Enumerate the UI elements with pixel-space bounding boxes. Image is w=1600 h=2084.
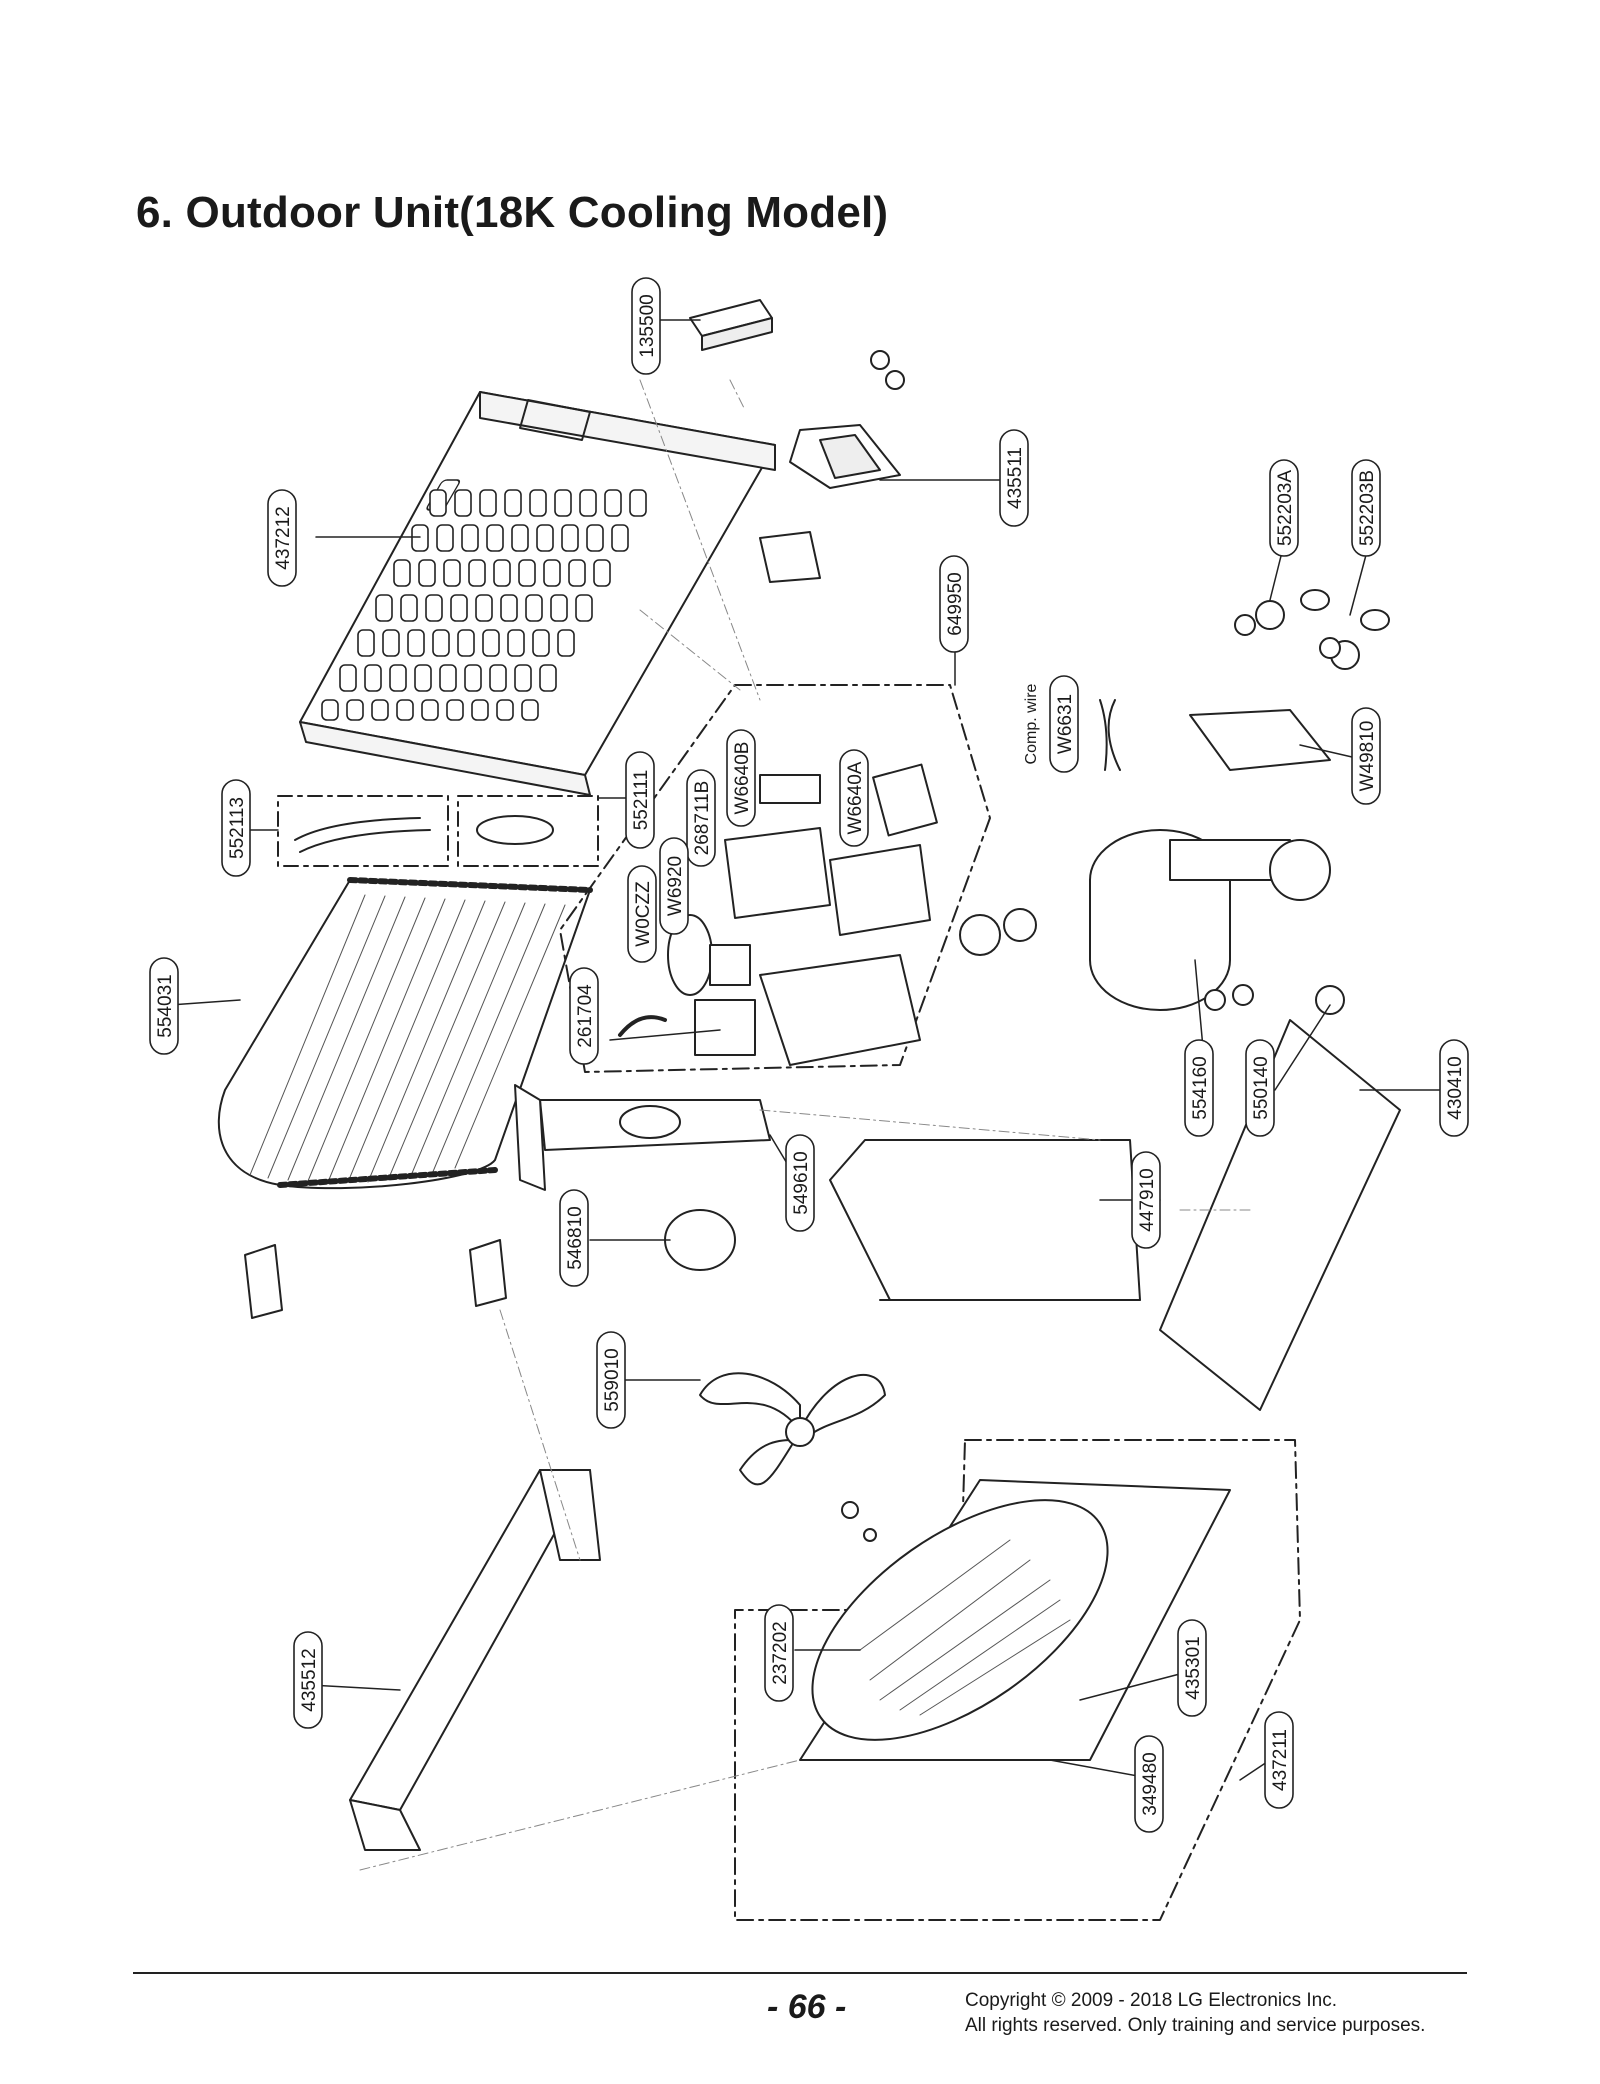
callout-552113: 552113 — [227, 797, 248, 859]
callout-552203B: 552203B — [1357, 470, 1378, 546]
callout-W6631: W6631 — [1055, 694, 1076, 754]
compressor — [1089, 829, 1331, 1011]
callout-237202: 237202 — [770, 1621, 791, 1684]
callout-135500: 135500 — [637, 294, 658, 357]
callout-552111: 552111 — [631, 770, 652, 831]
side-panel-right — [1159, 1019, 1401, 1411]
callout-437212: 437212 — [273, 506, 294, 569]
base-pan — [829, 1139, 1141, 1301]
callout-649950: 649950 — [945, 572, 966, 635]
callout-430410: 430410 — [1445, 1056, 1466, 1119]
front-grille-group — [734, 1439, 1301, 1921]
page-title: 6. Outdoor Unit(18K Cooling Model) — [136, 188, 889, 237]
service-valve-a — [1234, 589, 1330, 636]
comp-wire-label: Comp. wire — [1023, 683, 1040, 764]
callout-549610: 549610 — [791, 1151, 812, 1214]
top-cabinet-panel — [299, 391, 776, 796]
service-valve-b — [1319, 609, 1390, 670]
control-box-group — [559, 684, 991, 1073]
copyright-line-2: All rights reserved. Only training and s… — [965, 2015, 1426, 2036]
copyright-notice: Copyright © 2009 - 2018 LG Electronics I… — [965, 1988, 1425, 2038]
callout-552203A: 552203A — [1275, 470, 1296, 546]
callout-W6920: W6920 — [665, 856, 686, 916]
fan-motor — [664, 1209, 736, 1271]
condenser-coil — [217, 877, 593, 1190]
propeller-fan — [699, 1372, 886, 1486]
callout-435301: 435301 — [1183, 1636, 1204, 1699]
callout-435511: 435511 — [1005, 447, 1026, 509]
callout-554160: 554160 — [1190, 1056, 1211, 1119]
copyright-line-1: Copyright © 2009 - 2018 LG Electronics I… — [965, 1990, 1338, 2011]
footer-divider — [133, 1972, 1467, 1974]
callout-447910: 447910 — [1137, 1168, 1158, 1231]
callout-554031: 554031 — [155, 974, 176, 1037]
bracket-part — [689, 299, 773, 351]
callout-W6640B: W6640B — [732, 742, 753, 815]
callout-435512: 435512 — [299, 1648, 320, 1711]
front-panel-left — [349, 1469, 601, 1851]
callout-W0CZZ: W0CZZ — [633, 881, 654, 947]
callout-268711B: 268711B — [692, 781, 713, 856]
cover-part — [789, 424, 901, 489]
callout-559010: 559010 — [602, 1348, 623, 1411]
callout-437211: 437211 — [1270, 1729, 1291, 1791]
callout-349480: 349480 — [1140, 1752, 1161, 1815]
callout-W49810: W49810 — [1357, 721, 1378, 792]
motor-mount — [514, 1084, 771, 1191]
callout-W6640A: W6640A — [845, 761, 866, 834]
callout-550140: 550140 — [1251, 1056, 1272, 1119]
page-number: - 66 - — [767, 1988, 847, 2026]
callout-261704: 261704 — [575, 984, 596, 1048]
callout-546810: 546810 — [565, 1206, 586, 1269]
